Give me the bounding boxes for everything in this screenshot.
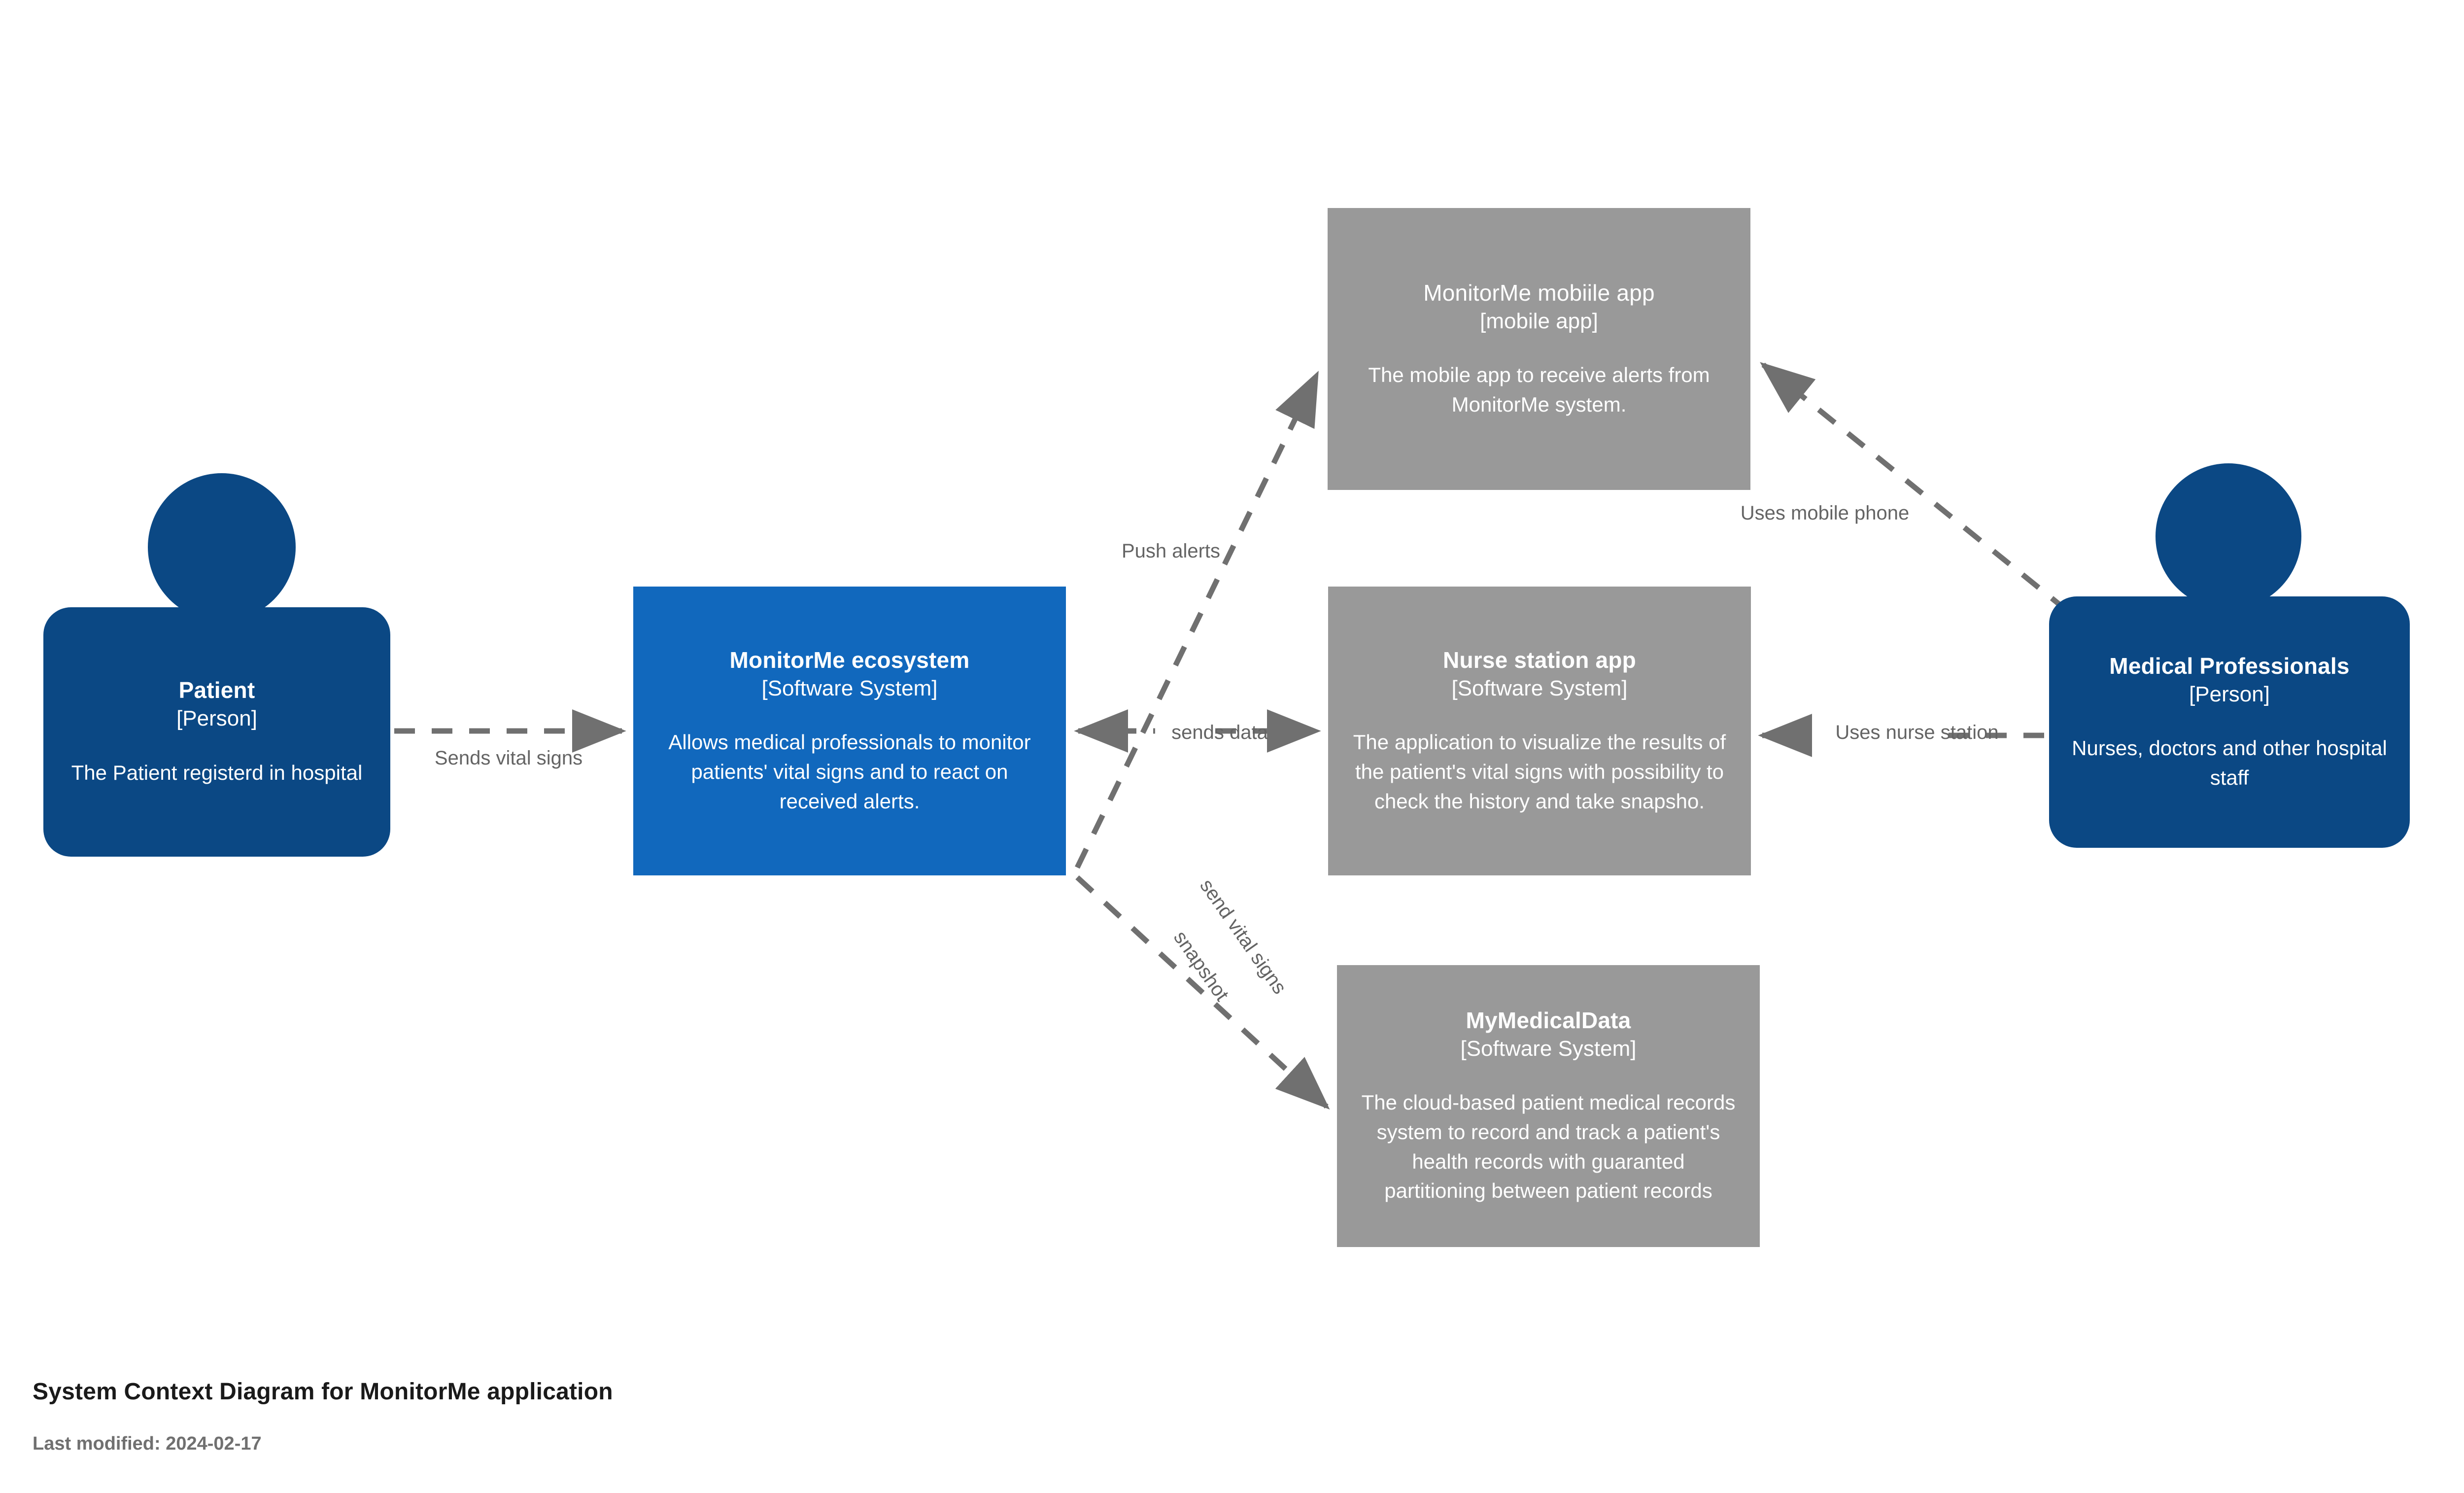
medical-professionals-description: Nurses, doctors and other hospital staff [2072,736,2387,789]
patient-description: The Patient registerd in hospital [71,761,363,784]
medical-professionals-body: Medical Professionals [Person] Nurses, d… [2049,596,2410,848]
medical-professionals-tech: [Person] [2189,682,2270,706]
nurse-station-app-tech: [Software System] [1451,676,1628,700]
mymedicaldata-name: MyMedicalData [1466,1007,1631,1034]
edge-label-line-1: send vital signs [1196,875,1291,998]
edge-label-uses-mobile-phone: Uses mobile phone [1740,502,1910,524]
edge-label-uses-nurse-station: Uses nurse station [1835,722,1999,743]
node-monitorme-mobile-app[interactable]: MonitorMe mobiile app [mobile app] The m… [1328,208,1750,490]
patient-tech: [Person] [176,706,257,731]
node-monitorme-ecosystem[interactable]: MonitorMe ecosystem [Software System] Al… [633,587,1066,875]
edge-label-push-alerts: Push alerts [1121,540,1221,562]
edge-label-sends-data: sends data [1171,722,1268,743]
diagram-footer: System Context Diagram for MonitorMe app… [33,1378,1215,1455]
monitorme-mobile-app-name: MonitorMe mobiile app [1423,279,1655,306]
last-modified-label: Last modified: 2024-02-17 [33,1433,262,1454]
mymedicaldata-description: The cloud-based patient medical records … [1361,1091,1736,1203]
medical-professionals-name: Medical Professionals [2109,653,2350,679]
edge-ecosystem-to-mobile [1075,371,1319,869]
nurse-station-app-name: Nurse station app [1443,647,1636,673]
edge-label-send-vital-signs-snapshot: send vital signs snapshot [1116,838,1329,1065]
nurse-station-app-description: The application to visualize the results… [1353,730,1726,813]
monitorme-ecosystem-name: MonitorMe ecosystem [729,647,970,673]
monitorme-ecosystem-description: Allows medical professionals to monitor … [668,730,1031,813]
node-medical-professionals[interactable]: Medical Professionals [Person] Nurses, d… [2049,463,2410,848]
monitorme-mobile-app-description: The mobile app to receive alerts from Mo… [1368,363,1710,416]
edge-professionals-to-mobile [1760,362,2070,614]
patient-body: Patient [Person] The Patient registerd i… [43,607,390,857]
mymedicaldata-tech: [Software System] [1460,1037,1637,1061]
patient-avatar-head [148,473,296,621]
monitorme-mobile-app-tech: [mobile app] [1480,309,1598,333]
page-title: System Context Diagram for MonitorMe app… [33,1379,613,1405]
patient-name: Patient [178,677,255,703]
edge-label-line-2: snapshot [1169,927,1233,1005]
edge-label-sends-vital-signs: Sends vital signs [434,747,583,769]
medical-professionals-avatar-head [2156,463,2301,609]
node-nurse-station-app[interactable]: Nurse station app [Software System] The … [1328,587,1751,875]
monitorme-ecosystem-tech: [Software System] [761,676,938,700]
node-mymedicaldata[interactable]: MyMedicalData [Software System] The clou… [1337,965,1760,1247]
node-patient[interactable]: Patient [Person] The Patient registerd i… [43,473,390,857]
